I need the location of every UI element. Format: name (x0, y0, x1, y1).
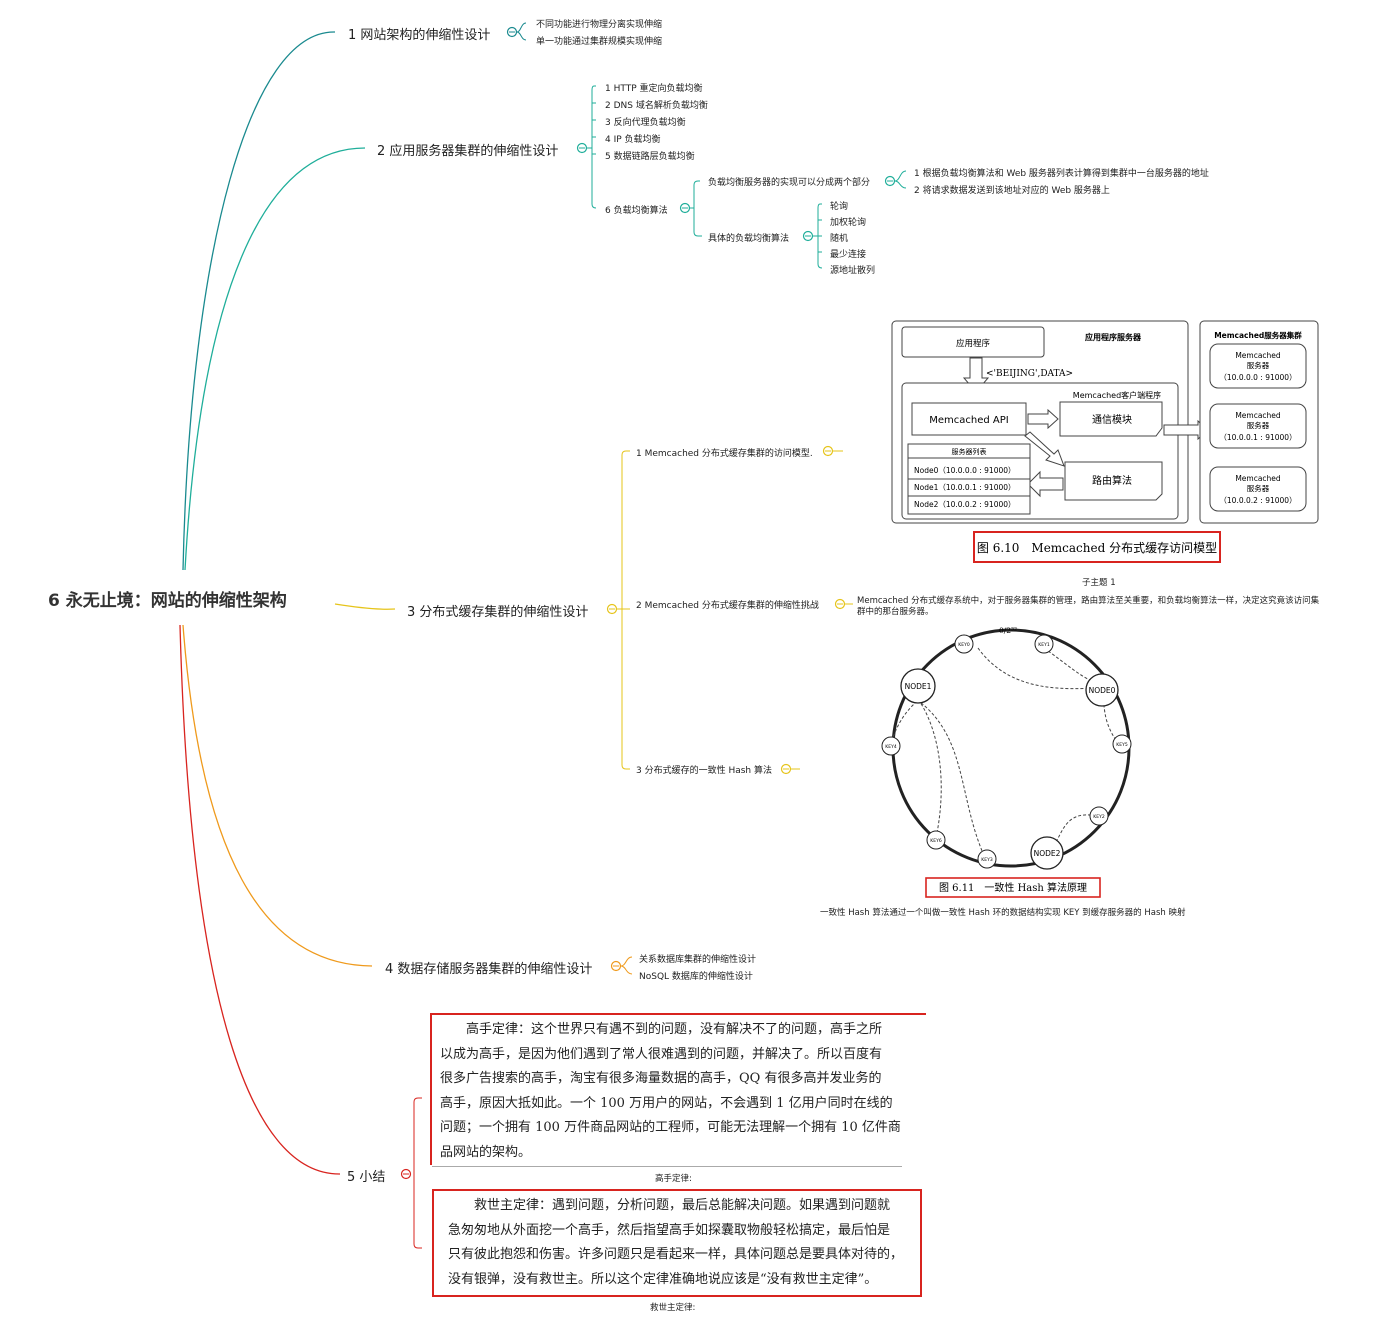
law-1-caption[interactable]: 高手定律: (655, 1174, 692, 1184)
branch-2-item[interactable]: 2 DNS 域名解析负载均衡 (605, 101, 708, 111)
law-2-line: 急匆匆地从外面挖一个高手，然后指望高手如探囊取物般轻松搞定，最后怕是 (448, 1222, 891, 1238)
fig-server-addr: （10.0.0.0 : 91000） (1219, 373, 1296, 382)
fig-server-name: 服务器 (1247, 420, 1270, 430)
law-2-line: 没有银弹，没有救世主。所以这个定律准确地说应该是“没有救世主定律”。 (448, 1271, 878, 1287)
fig-api: Memcached API (929, 415, 1008, 426)
ring-key: KEY3 (981, 857, 993, 863)
lb-parts-item[interactable]: 2 将请求数据发送到该地址对应的 Web 服务器上 (914, 186, 1110, 196)
law-1-line: 问题；一个拥有 100 万件商品网站的工程师，可能无法理解一个拥有 10 亿件商 (440, 1120, 901, 1135)
cache-sub-2-desc: 群中的那台服务器。 (857, 607, 934, 617)
fig-node-row: Node1（10.0.0.1 : 91000） (914, 483, 1016, 492)
memcached-access-model-figure: 应用程序 应用程序服务器 <'BEIJING',DATA> Memcached客… (891, 320, 1319, 563)
fig-comm-module: 通信模块 (1092, 414, 1132, 426)
lb-algorithm-label[interactable]: 6 负载均衡算法 (605, 206, 668, 216)
law-2-text: 救世主定律：遇到问题，分析问题，最后总能解决问题。如果遇到问题就 急匆匆地从外面… (448, 1194, 918, 1292)
fig-server-name: 服务器 (1247, 360, 1270, 370)
cache-sub-2[interactable]: 2 Memcached 分布式缓存集群的伸缩性挑战 (636, 601, 819, 611)
ring-node: NODE2 (1034, 849, 1061, 858)
ring-key: KEY2 (1093, 814, 1105, 820)
ring-node: NODE1 (905, 682, 932, 691)
lb-specific-item[interactable]: 加权轮询 (830, 218, 867, 228)
branch-1-item[interactable]: 单一功能通过集群规模实现伸缩 (536, 37, 663, 47)
ring-key: KEY6 (930, 838, 942, 844)
branch-4-label[interactable]: 4 数据存储服务器集群的伸缩性设计 (385, 962, 593, 977)
ring-key: KEY5 (1116, 742, 1128, 748)
branch-4-item[interactable]: 关系数据库集群的伸缩性设计 (639, 955, 757, 965)
cache-sub-2-desc: Memcached 分布式缓存系统中，对于服务器集群的管理，路由算法至关重要，和… (857, 596, 1320, 606)
law-2-frame (432, 1189, 922, 1297)
fig-server-list: 服务器列表 (952, 447, 987, 456)
fig-6-10-caption: 图 6.10 Memcached 分布式缓存访问模型 (977, 541, 1217, 555)
law-1-line: 以成为高手，是因为他们遇到了常人很难遇到的问题，并解决了。所以百度有 (440, 1046, 883, 1062)
lb-specific-item[interactable]: 最少连接 (830, 250, 867, 260)
ring-key: KEY1 (1038, 642, 1050, 648)
cache-sub-3[interactable]: 3 分布式缓存的一致性 Hash 算法 (636, 766, 772, 776)
fig-server-name: 服务器 (1247, 483, 1270, 493)
fig-request: <'BEIJING',DATA> (986, 369, 1073, 379)
subtopic-label[interactable]: 子主题 1 (1082, 578, 1116, 588)
fig-server-name: Memcached (1235, 474, 1281, 483)
fig-client: Memcached客户端程序 (1073, 390, 1161, 400)
branch-3-label[interactable]: 3 分布式缓存集群的伸缩性设计 (407, 605, 589, 620)
hash-caption-note: 一致性 Hash 算法通过一个叫做一致性 Hash 环的数据结构实现 KEY 到… (820, 908, 1186, 918)
lb-specific-item[interactable]: 随机 (830, 234, 849, 244)
branch-2-item[interactable]: 1 HTTP 重定向负载均衡 (605, 84, 703, 94)
lb-specific-item[interactable]: 轮询 (830, 202, 849, 212)
fig-app-server: 应用程序服务器 (1085, 332, 1142, 342)
law-1-frame (430, 1013, 926, 1165)
cache-sub-1[interactable]: 1 Memcached 分布式缓存集群的访问模型. (636, 449, 813, 459)
ring-key: KEY0 (958, 642, 970, 648)
fig-cluster: Memcached服务器集群 (1214, 330, 1302, 340)
root-topic[interactable]: 6 永无止境：网站的伸缩性架构 (48, 591, 287, 611)
law-1-line: 高手，原因大抵如此。一个 100 万用户的网站，不会遇到 1 亿用户同时在线的 (440, 1095, 893, 1111)
ring-node: NODE0 (1089, 686, 1116, 695)
fig-server-name: Memcached (1235, 411, 1281, 420)
ring-key: KEY4 (885, 744, 897, 750)
fig-server-name: Memcached (1235, 351, 1281, 360)
lb-parts-label[interactable]: 负载均衡服务器的实现可以分成两个部分 (708, 178, 871, 188)
branch-1-label[interactable]: 1 网站架构的伸缩性设计 (348, 28, 491, 43)
lb-parts-item[interactable]: 1 根据负载均衡算法和 Web 服务器列表计算得到集群中一台服务器的地址 (914, 169, 1209, 179)
branch-2-label[interactable]: 2 应用服务器集群的伸缩性设计 (377, 144, 559, 159)
fig-server-addr: （10.0.0.2 : 91000） (1219, 496, 1296, 505)
law-1-text: 高手定律：这个世界只有遇不到的问题，没有解决不了的问题，高手之所 以成为高手，是… (440, 1018, 920, 1165)
branch-2-item[interactable]: 3 反向代理负载均衡 (605, 118, 686, 128)
fig-app-program: 应用程序 (956, 338, 991, 349)
consistent-hash-ring-figure: 0/2³² NODE1 NODE0 NODE2 KEY0 KEY1 KEY4 K… (881, 626, 1132, 898)
law-2-line: 救世主定律：遇到问题，分析问题，最后总能解决问题。如果遇到问题就 (448, 1198, 891, 1213)
lb-specific-label[interactable]: 具体的负载均衡算法 (708, 234, 790, 244)
branch-5-label[interactable]: 5 小结 (347, 1170, 386, 1185)
law-2-caption[interactable]: 救世主定律: (650, 1303, 696, 1313)
law-1-divider (432, 1166, 902, 1167)
law-2-line: 只有彼此抱怨和伤害。许多问题只是看起来一样，具体问题总是要具体对待的， (448, 1247, 904, 1262)
branch-4-item[interactable]: NoSQL 数据库的伸缩性设计 (639, 972, 753, 982)
fig-node-row: Node2（10.0.0.2 : 91000） (914, 500, 1016, 509)
branch-2-item[interactable]: 5 数据链路层负载均衡 (605, 152, 695, 162)
fig-server-addr: （10.0.0.1 : 91000） (1219, 433, 1296, 442)
fig-routing: 路由算法 (1092, 474, 1132, 487)
law-1-line: 高手定律：这个世界只有遇不到的问题，没有解决不了的问题，高手之所 (440, 1022, 883, 1037)
lb-specific-item[interactable]: 源地址散列 (830, 266, 876, 276)
branch-2-item[interactable]: 4 IP 负载均衡 (605, 135, 661, 145)
law-1-line: 品网站的架构。 (440, 1144, 532, 1160)
law-1-line: 很多广告搜索的高手，淘宝有很多海量数据的高手，QQ 有很多高并发业务的 (440, 1071, 882, 1086)
fig-6-11-caption: 图 6.11 一致性 Hash 算法原理 (939, 881, 1087, 894)
ring-top-label: 0/2³² (999, 626, 1017, 635)
fig-node-row: Node0（10.0.0.0 : 91000） (914, 466, 1016, 475)
branch-1-item[interactable]: 不同功能进行物理分离实现伸缩 (536, 20, 663, 30)
